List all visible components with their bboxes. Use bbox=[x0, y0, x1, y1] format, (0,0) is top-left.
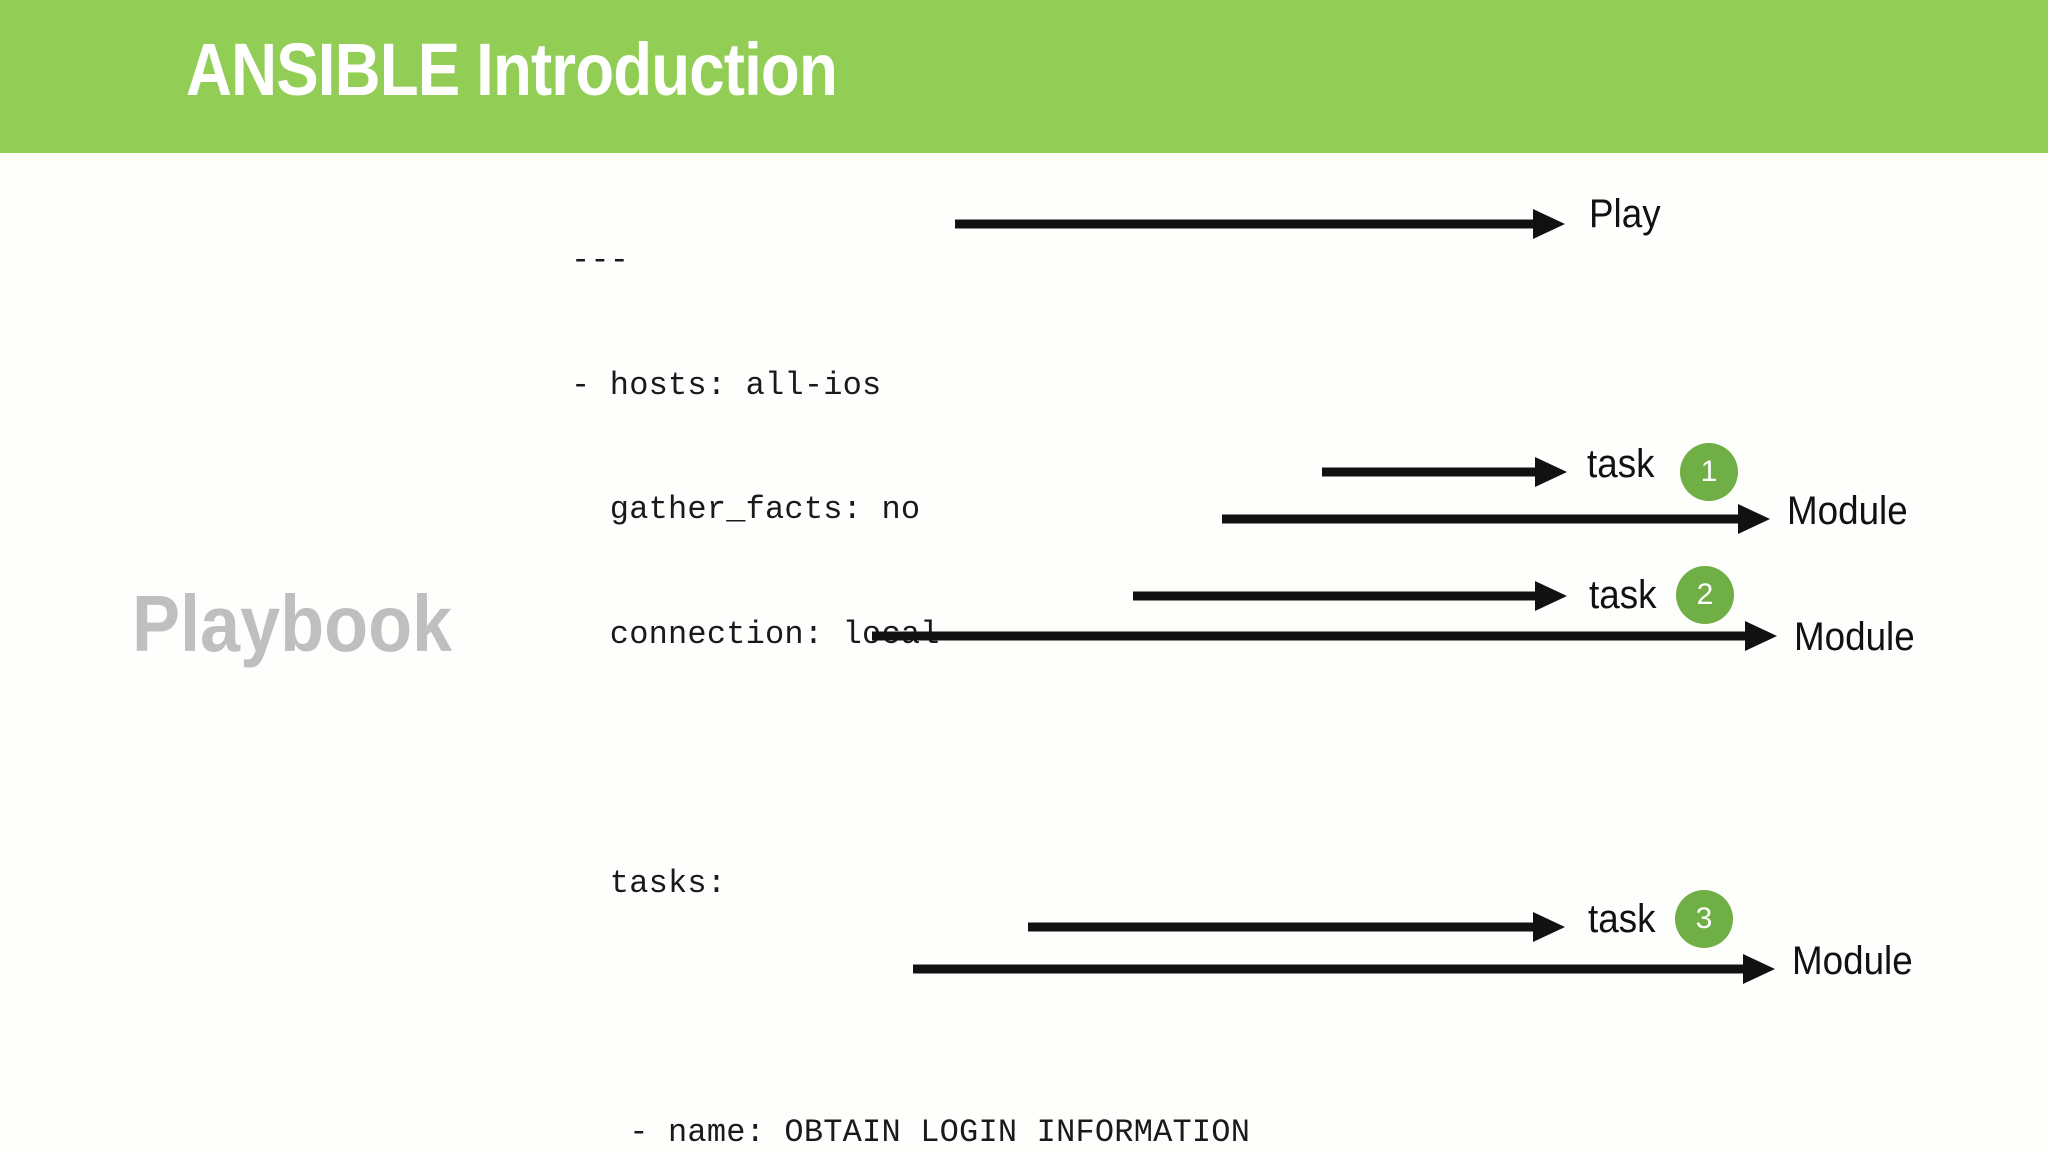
annotation-module-2: Module bbox=[1794, 615, 1915, 659]
header-band bbox=[0, 0, 2048, 153]
annotation-module-1: Module bbox=[1787, 489, 1908, 533]
code-line: --- bbox=[571, 242, 630, 279]
code-line: tasks: bbox=[571, 864, 727, 902]
annotation-task-1: task bbox=[1587, 442, 1655, 486]
arrow-module-2 bbox=[872, 621, 1777, 651]
task-number-badge-1: 1 bbox=[1680, 443, 1738, 501]
arrow-task-3 bbox=[1028, 912, 1565, 942]
arrow-task-1 bbox=[1322, 457, 1567, 487]
playbook-label: Playbook bbox=[132, 579, 453, 668]
code-line: - hosts: all-ios bbox=[571, 366, 882, 404]
annotation-task-2: task bbox=[1589, 573, 1657, 617]
code-line: - name: OBTAIN LOGIN INFORMATION bbox=[571, 1113, 1251, 1151]
task-number-badge-3: 3 bbox=[1675, 890, 1733, 948]
code-line-blank bbox=[571, 738, 1464, 780]
code-line-blank bbox=[571, 987, 1464, 1029]
arrow-module-3 bbox=[913, 954, 1775, 984]
code-line: gather_facts: no bbox=[571, 491, 921, 528]
page-title: ANSIBLE Introduction bbox=[186, 28, 838, 111]
arrow-play bbox=[955, 209, 1565, 239]
annotation-module-3: Module bbox=[1792, 939, 1913, 983]
arrow-module-1 bbox=[1222, 504, 1770, 534]
task-number-badge-2: 2 bbox=[1676, 566, 1734, 624]
annotation-task-3: task bbox=[1588, 897, 1656, 941]
playbook-code-block: --- - hosts: all-ios gather_facts: no co… bbox=[571, 157, 1464, 1152]
arrow-task-2 bbox=[1133, 581, 1567, 611]
annotation-play: Play bbox=[1589, 192, 1661, 236]
